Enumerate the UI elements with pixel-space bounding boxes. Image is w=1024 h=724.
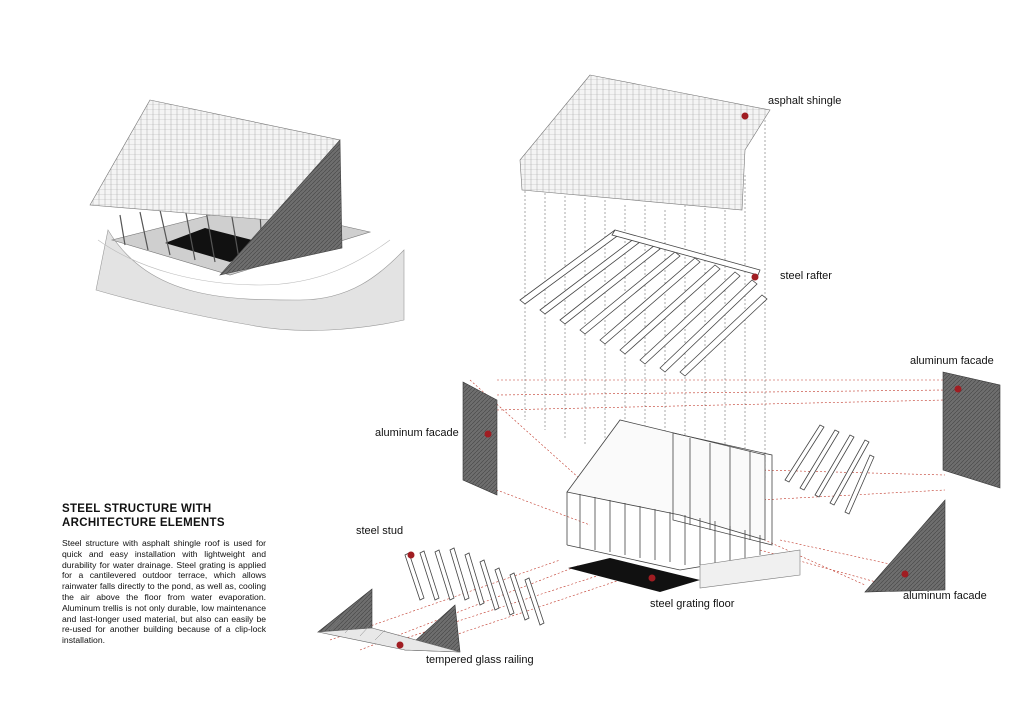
side-facade-small bbox=[219, 139, 343, 276]
label-aluminum-facade-right-top: aluminum facade bbox=[910, 355, 994, 367]
section-heading: STEEL STRUCTURE WITH ARCHITECTURE ELEMEN… bbox=[62, 502, 282, 530]
heading-line-2: ARCHITECTURE ELEMENTS bbox=[62, 517, 225, 529]
marker-steel-stud bbox=[407, 551, 415, 559]
label-tempered-glass-railing: tempered glass railing bbox=[426, 654, 534, 666]
label-aluminum-facade-left: aluminum facade bbox=[375, 427, 459, 439]
label-asphalt-shingle: asphalt shingle bbox=[768, 95, 842, 107]
terrace-exploded bbox=[699, 549, 801, 589]
steel-rafters bbox=[519, 229, 768, 377]
right-facade-top bbox=[942, 371, 1001, 489]
marker-aluminum-facade-left bbox=[484, 430, 492, 438]
label-steel-rafter: steel rafter bbox=[780, 270, 832, 282]
left-facade bbox=[462, 381, 498, 496]
steel-frame bbox=[566, 419, 773, 571]
roof-exploded bbox=[519, 74, 771, 211]
description-text: Steel structure with asphalt shingle roo… bbox=[62, 538, 266, 646]
marker-tempered-glass-railing bbox=[396, 641, 404, 649]
label-aluminum-facade-right-bottom: aluminum facade bbox=[903, 590, 987, 602]
label-steel-stud: steel stud bbox=[356, 525, 404, 537]
trellis-fins bbox=[784, 424, 875, 515]
guide-lines bbox=[329, 379, 946, 651]
label-steel-grating-floor: steel grating floor bbox=[650, 598, 735, 610]
steel-grating-floor bbox=[568, 558, 700, 592]
marker-asphalt-shingle bbox=[741, 112, 749, 120]
marker-aluminum-facade-right-bottom bbox=[901, 570, 909, 578]
right-facade-bottom bbox=[864, 499, 946, 593]
heading-line-1: STEEL STRUCTURE WITH bbox=[62, 503, 212, 515]
glass-railing bbox=[317, 588, 461, 653]
marker-steel-rafter bbox=[751, 273, 759, 281]
terrain-shape bbox=[95, 229, 405, 331]
steel-studs bbox=[404, 547, 545, 626]
markers bbox=[396, 112, 962, 649]
perspective-view bbox=[89, 99, 405, 331]
marker-steel-grating-floor bbox=[648, 574, 656, 582]
marker-aluminum-facade-right-top bbox=[954, 385, 962, 393]
exploded-axonometric bbox=[317, 74, 1001, 653]
